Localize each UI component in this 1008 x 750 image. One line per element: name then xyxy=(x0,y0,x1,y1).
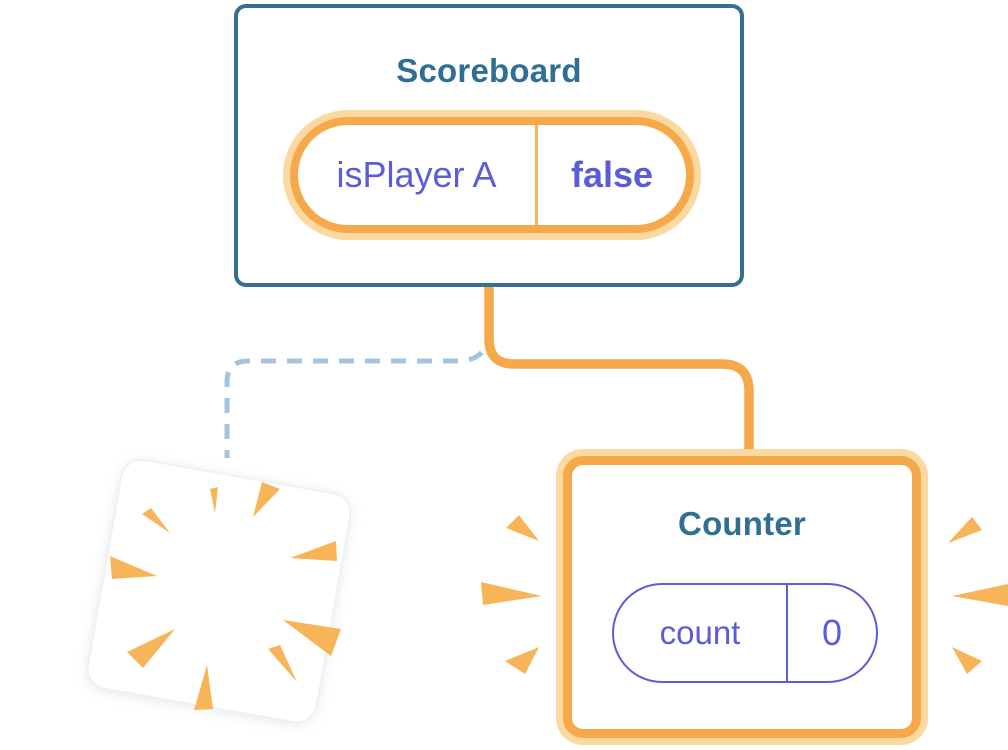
solid-connector-line xyxy=(484,286,754,453)
dashed-connector-line xyxy=(224,327,492,458)
counter-title: Counter xyxy=(678,505,806,542)
state-name: isPlayer A xyxy=(336,154,497,195)
state-value: false xyxy=(570,154,654,195)
pill-divider xyxy=(535,125,538,225)
scoreboard-card: Scoreboard isPlayer A false xyxy=(234,4,744,287)
burst-icon xyxy=(110,482,341,710)
counter-state-pill: count 0 xyxy=(612,583,878,683)
burst-icon xyxy=(481,515,1008,674)
state-name: count xyxy=(659,614,741,651)
scoreboard-state-pill: isPlayer A false xyxy=(290,117,694,233)
destroyed-card xyxy=(87,459,351,723)
counter-card: Counter count 0 xyxy=(563,456,921,738)
scoreboard-title: Scoreboard xyxy=(396,52,582,89)
pill-divider xyxy=(786,585,788,681)
state-value: 0 xyxy=(821,612,843,653)
